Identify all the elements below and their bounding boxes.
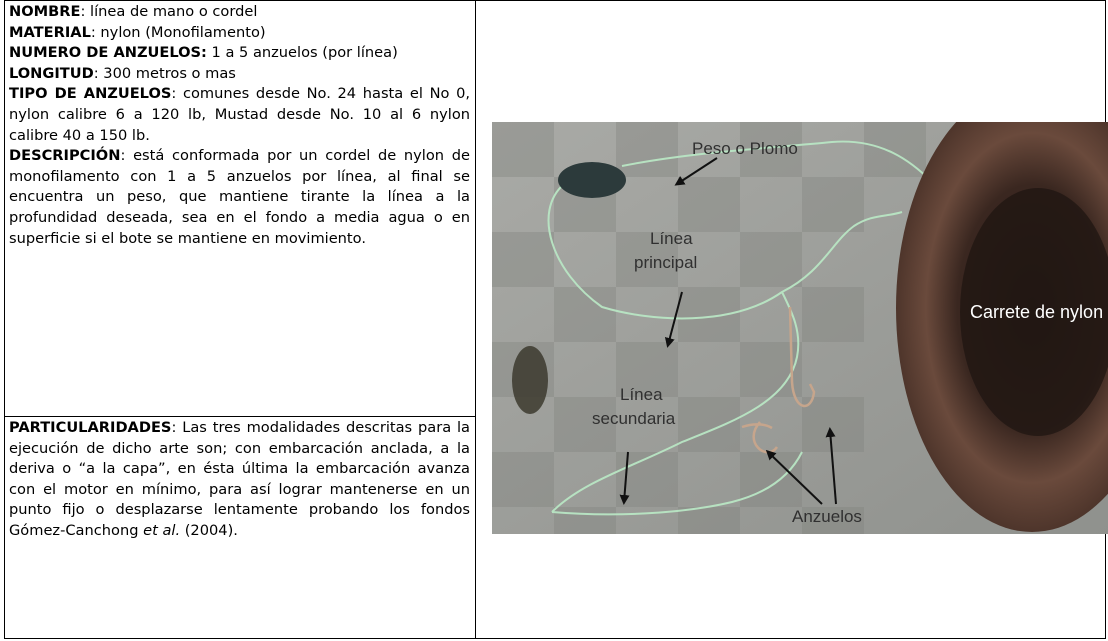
- field-material: MATERIAL: nylon (Monofilamento): [9, 23, 266, 41]
- hook-1: [788, 306, 816, 408]
- field-nombre: NOMBRE: línea de mano o cordel: [9, 3, 258, 20]
- field-value: Las tres modalidades descritas para la e…: [9, 419, 470, 539]
- label-linea-secundaria-1: Línea: [620, 385, 663, 404]
- field-label: TIPO DE ANZUELOS: [9, 85, 172, 103]
- arrow-anzuelo-2: [825, 427, 837, 505]
- fishing-line: [547, 140, 933, 516]
- field-value: nylon (Monofilamento): [95, 23, 266, 41]
- lead-weight: [558, 162, 626, 198]
- arrow-linea-secundaria: [619, 451, 630, 505]
- particularidades-cell: PARTICULARIDADES: Las tres modalidades d…: [4, 416, 476, 639]
- reel-center: [960, 188, 1108, 436]
- field-label: PARTICULARIDADES: [9, 419, 172, 436]
- arrow-anzuelo-1: [765, 449, 823, 505]
- field-label: NUMERO DE ANZUELOS:: [9, 44, 207, 62]
- field-value: está conformada por un cordel de nylon d…: [9, 147, 470, 247]
- label-linea-principal-2: principal: [634, 253, 697, 272]
- field-numero-anzuelos: NUMERO DE ANZUELOS: 1 a 5 anzuelos (por …: [9, 43, 470, 64]
- field-label: MATERIAL: [9, 23, 91, 41]
- italic-et-al: et al.: [143, 521, 181, 539]
- arrow-peso: [674, 157, 718, 186]
- hand-line-photo: Peso o Plomo Línea principal Línea secun…: [492, 122, 1108, 534]
- field-tipo-anzuelos: TIPO DE ANZUELOS: comunes desde No. 24 h…: [9, 85, 470, 144]
- field-label: NOMBRE: [9, 3, 81, 20]
- fishing-gear-table: NOMBRE: línea de mano o cordel MATERIAL:…: [4, 0, 1108, 639]
- arrow-linea-principal: [664, 291, 683, 348]
- label-carrete: Carrete de nylon: [970, 302, 1103, 322]
- field-longitud: LONGITUD: 300 metros o mas: [9, 64, 236, 82]
- field-value: 300 metros o mas: [98, 64, 236, 82]
- field-value: línea de mano o cordel: [85, 3, 258, 20]
- label-linea-secundaria-2: secundaria: [592, 409, 676, 428]
- field-label: LONGITUD: [9, 64, 94, 82]
- dark-spot: [512, 346, 548, 414]
- field-value: comunes desde No. 24 hasta el No 0, nylo…: [9, 85, 470, 144]
- field-particularidades: PARTICULARIDADES: Las tres modalidades d…: [9, 419, 470, 539]
- gear-description-cell: NOMBRE: línea de mano o cordel MATERIAL:…: [4, 0, 476, 417]
- field-descripcion: DESCRIPCIÓN: está conformada por un cord…: [9, 147, 470, 247]
- label-linea-principal-1: Línea: [650, 229, 693, 248]
- photo-cell: Peso o Plomo Línea principal Línea secun…: [475, 0, 1108, 639]
- field-value: 1 a 5 anzuelos (por línea): [206, 44, 398, 62]
- label-peso: Peso o Plomo: [692, 139, 798, 158]
- field-label: DESCRIPCIÓN: [9, 147, 121, 165]
- label-anzuelos: Anzuelos: [792, 507, 862, 526]
